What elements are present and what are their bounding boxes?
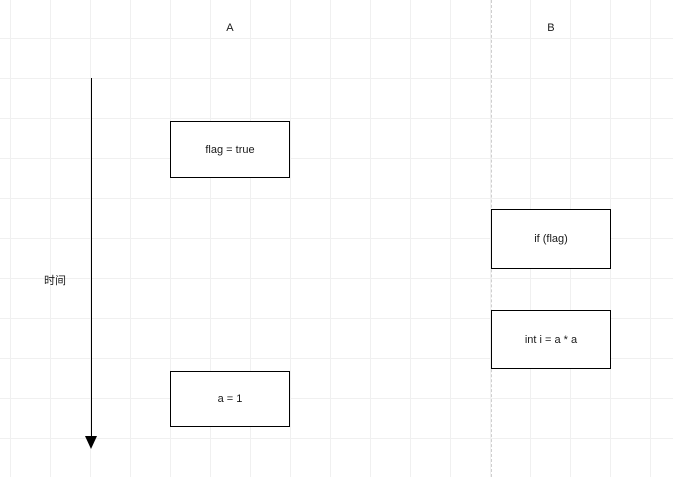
time-axis-arrowhead-icon	[85, 436, 97, 449]
event-box-a-equals-1-label: a = 1	[217, 393, 243, 405]
event-box-int-i[interactable]: int i = a * a	[491, 310, 611, 369]
event-box-flag-true-label: flag = true	[205, 143, 255, 156]
event-box-int-i-label: int i = a * a	[524, 333, 578, 346]
time-axis-label: 时间	[44, 275, 66, 287]
event-box-if-flag-label: if (flag)	[534, 233, 568, 245]
time-axis-line	[91, 78, 92, 438]
event-box-flag-true[interactable]: flag = true	[170, 121, 290, 178]
lane-header-b: B	[547, 22, 555, 34]
event-box-if-flag[interactable]: if (flag)	[491, 209, 611, 269]
lane-header-a: A	[226, 22, 234, 34]
event-box-a-equals-1[interactable]: a = 1	[170, 371, 290, 427]
